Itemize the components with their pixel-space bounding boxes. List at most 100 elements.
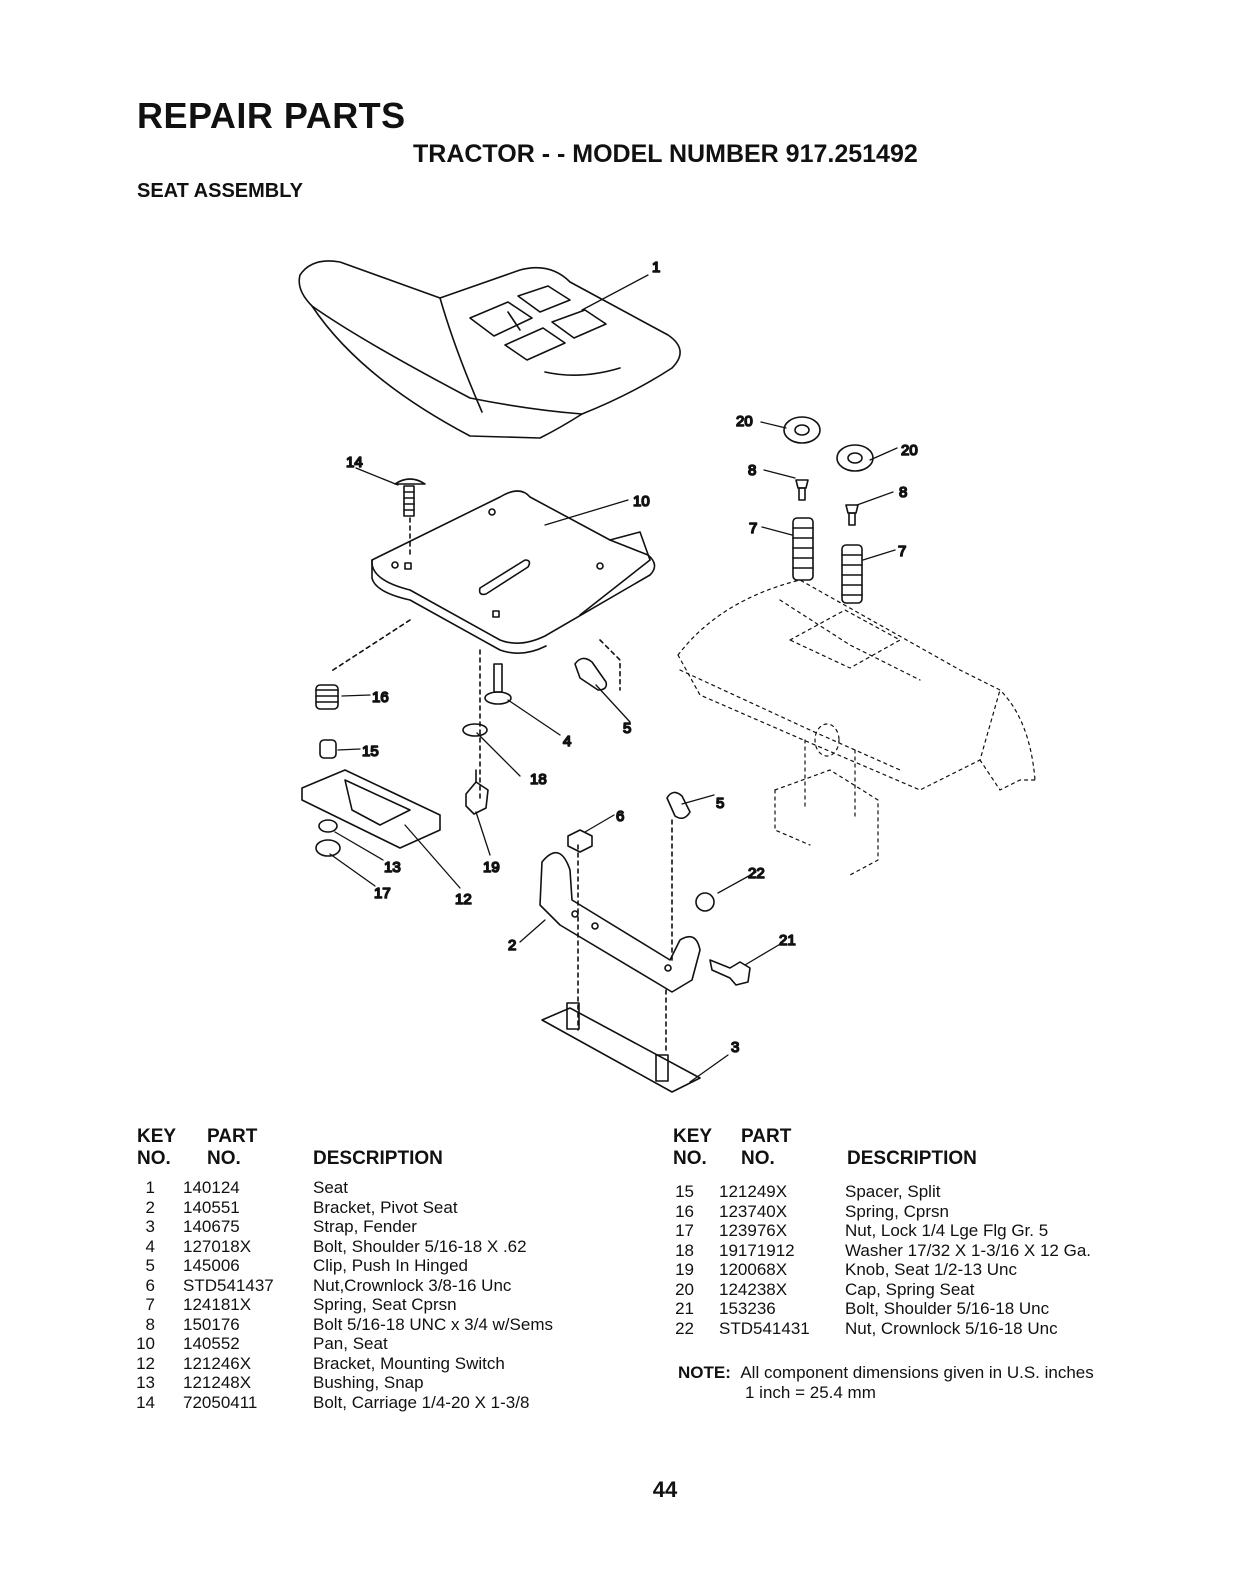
table-row: 2 140551 Bracket, Pivot Seat	[130, 1198, 600, 1218]
part-description: Bolt, Shoulder 5/16-18 Unc	[845, 1299, 1050, 1318]
part-no: 124181X	[183, 1295, 252, 1314]
key-no: 3	[145, 1217, 155, 1236]
seat-spring-drawing	[783, 416, 874, 604]
table-row: 12 121246X Bracket, Mounting Switch	[130, 1354, 600, 1374]
center-hardware-drawing	[462, 649, 512, 815]
part-description: Bracket, Pivot Seat	[313, 1197, 458, 1217]
table-row: 6 STD541437 Nut,Crownlock 3/8-16 Unc	[130, 1276, 600, 1296]
callout-3: 3	[731, 1039, 739, 1056]
callout-1: 1	[652, 259, 660, 276]
table-row: 7 124181X Spring, Seat Cprsn	[130, 1295, 600, 1315]
seat-pan-drawing	[371, 490, 656, 654]
part-description: Bracket, Mounting Switch	[313, 1353, 505, 1373]
callout-19: 19	[483, 859, 500, 876]
callout-20a: 20	[736, 413, 753, 430]
right-key-header: KEY NO.	[673, 1126, 712, 1170]
callout-6: 6	[616, 808, 624, 825]
right-part-header: PART NO.	[741, 1126, 791, 1170]
part-no: 123740X	[719, 1201, 788, 1221]
part-no: 121246X	[183, 1353, 252, 1373]
callout-21: 21	[779, 932, 796, 949]
part-description: Spring, Cprsn	[845, 1201, 949, 1221]
key-no: 21	[675, 1299, 694, 1318]
part-no: 121249X	[719, 1182, 788, 1201]
callout-10: 10	[633, 493, 650, 510]
table-row: 14 72050411 Bolt, Carriage 1/4-20 X 1-3/8	[130, 1393, 600, 1413]
part-no: STD541431	[719, 1318, 810, 1338]
key-no: 6	[145, 1275, 155, 1295]
part-description: Nut,Crownlock 3/8-16 Unc	[313, 1275, 512, 1295]
table-row: 15 121249X Spacer, Split	[672, 1182, 1172, 1202]
part-no: 150176	[183, 1314, 240, 1334]
callout-20b: 20	[901, 442, 918, 459]
callout-2: 2	[508, 937, 516, 954]
part-header-line1: PART	[741, 1126, 792, 1147]
key-no: 13	[136, 1373, 155, 1392]
part-description: Clip, Push In Hinged	[313, 1256, 468, 1275]
table-row: 4 127018X Bolt, Shoulder 5/16-18 X .62	[130, 1237, 600, 1257]
part-header-line2: NO.	[207, 1148, 241, 1169]
key-no: 1	[145, 1178, 155, 1197]
key-header-line2: NO.	[673, 1148, 707, 1169]
table-row: 5 145006 Clip, Push In Hinged	[130, 1256, 600, 1276]
part-no: 127018X	[183, 1236, 252, 1256]
shoulder-bolt-drawing	[695, 892, 751, 986]
key-no: 12	[136, 1353, 155, 1373]
key-no: 5	[145, 1256, 155, 1275]
part-no: STD541437	[183, 1275, 274, 1295]
key-no: 14	[136, 1392, 155, 1412]
left-key-header: KEY NO.	[137, 1126, 176, 1170]
callout-5a: 5	[623, 720, 631, 737]
key-no: 7	[145, 1295, 155, 1314]
part-description: Nut, Lock 1/4 Lge Flg Gr. 5	[845, 1221, 1049, 1240]
key-no: 15	[675, 1182, 694, 1201]
note-line1: All component dimensions given in U.S. i…	[740, 1363, 1094, 1382]
part-description: Bushing, Snap	[313, 1373, 424, 1392]
key-no: 20	[675, 1279, 694, 1299]
part-description: Knob, Seat 1/2-13 Unc	[845, 1260, 1018, 1279]
part-description: Bolt, Carriage 1/4-20 X 1-3/8	[313, 1392, 530, 1412]
callout-5b: 5	[716, 795, 724, 812]
callout-17: 17	[374, 885, 391, 902]
part-no: 145006	[183, 1256, 240, 1275]
part-no: 123976X	[719, 1221, 788, 1240]
key-header-line1: KEY	[137, 1126, 177, 1147]
dimension-note: NOTE: All component dimensions given in …	[678, 1363, 1094, 1402]
table-row: 3 140675 Strap, Fender	[130, 1217, 600, 1237]
part-no: 153236	[719, 1299, 776, 1318]
callout-14: 14	[346, 454, 363, 471]
fender-outline-drawing	[677, 579, 1036, 876]
part-no: 19171912	[719, 1240, 795, 1260]
part-description: Bolt, Shoulder 5/16-18 X .62	[313, 1236, 527, 1256]
right-description-header: DESCRIPTION	[847, 1148, 977, 1169]
part-description: Spring, Seat Cprsn	[313, 1295, 457, 1314]
key-header-line1: KEY	[673, 1126, 713, 1147]
key-no: 4	[145, 1236, 155, 1256]
model-heading: TRACTOR - - MODEL NUMBER 917.251492	[413, 140, 918, 168]
left-description-header: DESCRIPTION	[313, 1148, 443, 1169]
page-title: REPAIR PARTS	[137, 95, 406, 136]
part-no: 140124	[183, 1178, 240, 1197]
key-no: 2	[145, 1197, 155, 1217]
part-no: 72050411	[183, 1392, 258, 1412]
carriage-bolt-drawing	[394, 478, 426, 556]
part-description: Spacer, Split	[845, 1182, 941, 1201]
page-number: 44	[652, 1477, 678, 1502]
callout-15: 15	[362, 743, 379, 760]
key-no: 18	[675, 1240, 694, 1260]
part-no: 140675	[183, 1217, 240, 1236]
part-header-line2: NO.	[741, 1148, 775, 1169]
part-description: Strap, Fender	[313, 1217, 417, 1236]
callout-16: 16	[372, 689, 389, 706]
part-no: 140551	[183, 1197, 240, 1217]
table-row: 21 153236 Bolt, Shoulder 5/16-18 Unc	[672, 1299, 1172, 1319]
section-heading: SEAT ASSEMBLY	[137, 180, 303, 202]
part-description: Bolt 5/16-18 UNC x 3/4 w/Sems	[313, 1314, 553, 1334]
